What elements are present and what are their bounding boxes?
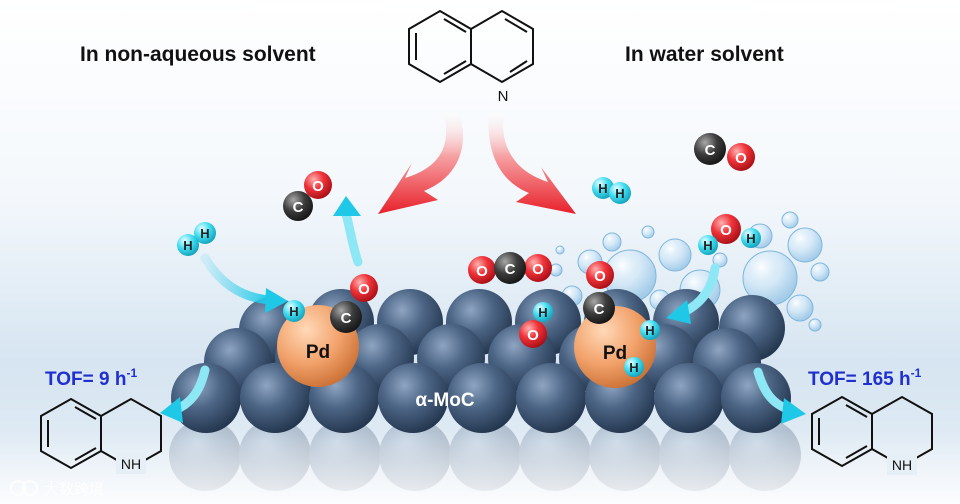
svg-text:C: C: [505, 261, 516, 278]
svg-text:O: O: [527, 327, 539, 344]
svg-text:H: H: [200, 226, 209, 241]
svg-text:O: O: [358, 281, 370, 298]
cyan-arrow-water-head: [666, 300, 691, 324]
adsorbed-co-right: C O: [583, 261, 615, 324]
pd-label-left: Pd: [306, 342, 330, 363]
svg-text:H: H: [183, 238, 192, 253]
moc-spheres-front: [171, 363, 791, 433]
svg-text:O: O: [532, 261, 544, 278]
svg-text:O: O: [720, 222, 732, 239]
adsorbed-oh: O H: [519, 302, 553, 348]
adsorbed-h-right: H H: [624, 320, 660, 377]
cyan-arrow-product-left-head: [160, 397, 183, 423]
heading-water: In water solvent: [625, 43, 784, 66]
svg-text:O: O: [735, 150, 747, 167]
nh-label-right: NH: [892, 457, 912, 473]
svg-text:H: H: [703, 238, 712, 253]
heading-non-aqueous: In non-aqueous solvent: [80, 43, 316, 66]
svg-text:H: H: [645, 323, 654, 338]
red-arrow-left: [378, 108, 464, 214]
cyan-arrow-h2-adsorption: [200, 253, 275, 305]
tof-right: TOF= 165 h-1: [808, 366, 922, 390]
svg-text:O: O: [594, 268, 606, 285]
cyan-arrow-co-head: [333, 196, 361, 216]
quinoline-nitrogen: N: [498, 88, 509, 105]
tetrahydroquinoline-right: [811, 395, 933, 468]
tetrahydroquinoline-left: [40, 397, 162, 470]
tof-left: TOF= 9 h-1: [45, 366, 137, 390]
h2-molecule-right: H H: [592, 177, 631, 204]
water-molecule-gas: O H H: [698, 214, 761, 255]
moc-label: α-MoC: [415, 390, 474, 411]
quinoline-molecule: [408, 9, 534, 84]
cyan-arrow-h2-head: [265, 288, 288, 313]
h2-molecule-left: H H: [177, 222, 216, 256]
svg-text:H: H: [746, 231, 755, 246]
svg-text:O: O: [476, 263, 488, 280]
svg-text:C: C: [341, 310, 352, 327]
svg-text:H: H: [629, 360, 638, 375]
svg-text:H: H: [615, 186, 624, 201]
svg-text:H: H: [289, 304, 298, 319]
svg-text:O: O: [312, 178, 324, 195]
adsorbed-co-left: C O: [330, 274, 378, 333]
svg-text:C: C: [594, 301, 605, 318]
co-molecule-left-released: C O: [283, 171, 332, 221]
red-arrow-right: [488, 108, 576, 214]
svg-text:H: H: [538, 305, 547, 320]
cyan-arrow-co-desorption: [341, 209, 363, 267]
svg-text:H: H: [598, 181, 607, 196]
watermark-text: 大数跨境: [44, 480, 104, 498]
co-molecule-right-gas: C O: [694, 133, 755, 171]
cyan-arrow-product-right-head: [781, 398, 806, 424]
svg-text:C: C: [705, 142, 716, 159]
nh-label-left: NH: [121, 456, 141, 472]
co2-molecule: O C O: [468, 252, 552, 284]
adsorbed-h-left: H: [283, 300, 305, 322]
watermark: 大数跨境: [10, 480, 104, 498]
svg-text:C: C: [293, 199, 304, 216]
pd-label-right: Pd: [603, 343, 627, 364]
